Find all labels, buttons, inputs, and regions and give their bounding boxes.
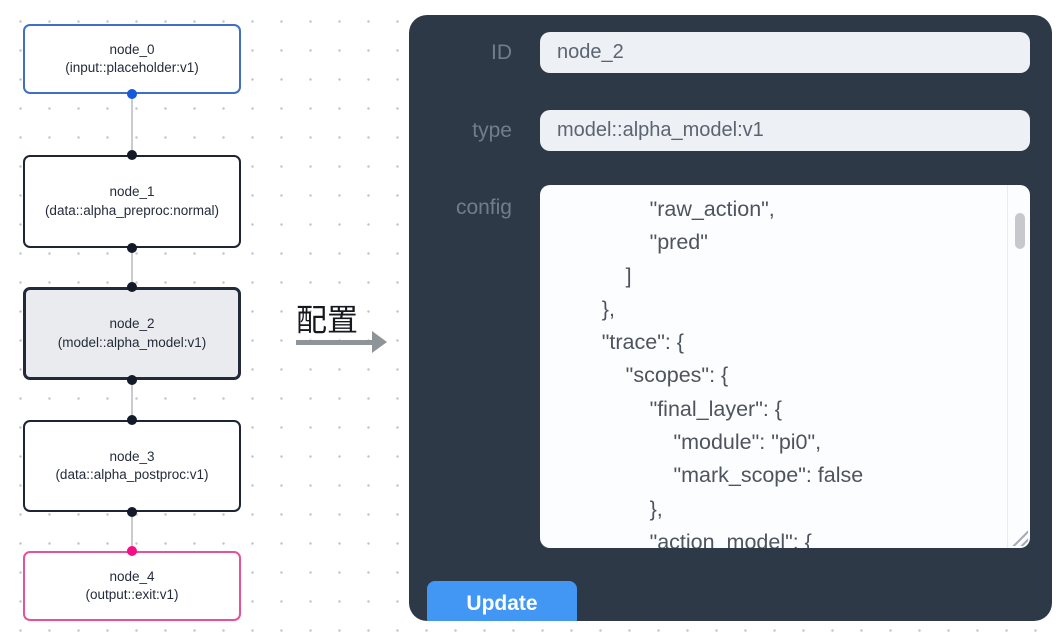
type-field-label: type <box>472 118 512 142</box>
connection-handle[interactable] <box>127 507 137 517</box>
config-textarea[interactable]: "raw_action", "pred" ] }, "trace": { "sc… <box>540 185 1030 548</box>
node-type-label: (model::alpha_model:v1) <box>57 334 207 350</box>
node-node_2[interactable]: node_2 (model::alpha_model:v1) <box>23 287 241 380</box>
connection-handle[interactable] <box>127 282 137 292</box>
connection-handle[interactable] <box>127 243 137 253</box>
edge-line <box>130 94 133 155</box>
connection-handle[interactable] <box>127 415 137 425</box>
config-annotation: 配置 <box>296 303 358 338</box>
config-panel: ID type config "raw_action", "pred" ] },… <box>409 15 1052 621</box>
node-node_3[interactable]: node_3 (data::alpha_postproc:v1) <box>23 420 241 512</box>
connection-handle[interactable] <box>127 150 137 160</box>
node-node_1[interactable]: node_1 (data::alpha_preproc:normal) <box>23 155 241 248</box>
edge-line <box>130 248 133 287</box>
connection-handle[interactable] <box>127 89 137 99</box>
node-type-label: (input::placeholder:v1) <box>65 60 199 75</box>
update-button[interactable]: Update <box>427 581 577 621</box>
node-node_4[interactable]: node_4 (output::exit:v1) <box>23 551 241 621</box>
scrollbar-track[interactable] <box>1007 185 1030 548</box>
scrollbar-thumb[interactable] <box>1015 213 1025 249</box>
node-type-label: (output::exit:v1) <box>85 587 179 602</box>
config-arrow <box>296 340 372 345</box>
edge-line <box>130 380 133 420</box>
connection-handle[interactable] <box>127 375 137 385</box>
node-node_0[interactable]: node_0 (input::placeholder:v1) <box>23 24 241 94</box>
node-title: node_0 <box>109 41 155 57</box>
config-editor: "raw_action", "pred" ] }, "trace": { "sc… <box>540 185 1030 548</box>
node-type-label: (data::alpha_preproc:normal) <box>44 202 220 218</box>
node-title: node_3 <box>109 448 155 464</box>
config-field-label: config <box>455 196 512 219</box>
id-input[interactable] <box>540 32 1030 73</box>
edge-line <box>130 512 133 551</box>
type-input[interactable] <box>540 110 1030 151</box>
id-field-label: ID <box>491 40 512 64</box>
connection-handle[interactable] <box>127 546 137 556</box>
node-title: node_1 <box>109 184 155 199</box>
node-title: node_4 <box>109 568 155 584</box>
node-type-label: (data::alpha_postproc:v1) <box>55 467 209 482</box>
config-arrow-head-icon <box>372 331 387 353</box>
node-title: node_2 <box>109 316 155 331</box>
